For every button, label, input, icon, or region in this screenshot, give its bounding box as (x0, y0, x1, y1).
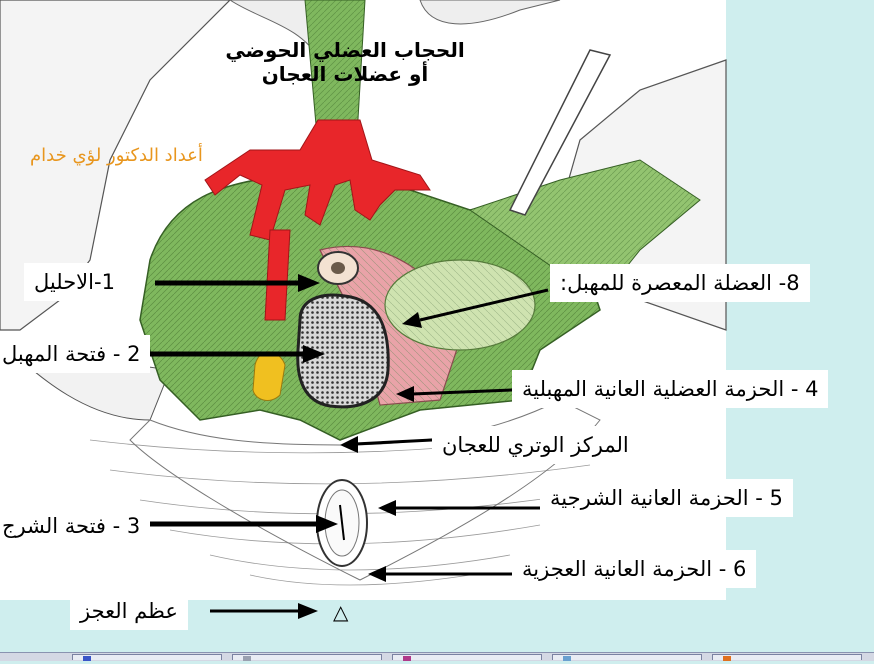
taskbar-button-3[interactable] (392, 654, 542, 661)
label-vaginal-sphincter: 8- العضلة المعصرة للمهبل: (550, 264, 810, 302)
diagram-title: الحجاب العضلي الحوضي أو عضلات العجان (200, 38, 490, 86)
label-puborectal-band: 5 - الحزمة العانية الشرجية (540, 479, 793, 517)
label-perineal-center: المركز الوتري للعجان (432, 426, 639, 464)
app-icon (563, 656, 571, 661)
label-coccyx: عظم العجز (70, 592, 188, 630)
artery-branches (204, 119, 431, 321)
taskbar-button-1[interactable] (72, 654, 222, 661)
left-thigh-shape (0, 0, 231, 331)
app-icon (243, 656, 251, 661)
forceps-instrument (508, 49, 612, 216)
title-line-2: أو عضلات العجان (261, 62, 429, 86)
taskbar-button-4[interactable] (552, 654, 702, 661)
vaginal-opening (296, 293, 390, 409)
app-icon (403, 656, 411, 661)
label-pubovaginal-band: 4 - الحزمة العضلية العانية المهبلية (512, 370, 829, 408)
app-icon (83, 656, 91, 661)
author-credit: أعداد الدكتور لؤي خدام (30, 145, 203, 166)
triangle-icon: △ (333, 600, 349, 624)
taskbar-button-5[interactable] (712, 654, 862, 661)
title-line-1: الحجاب العضلي الحوضي (225, 38, 465, 62)
label-pubococcygeal-band: 6 - الحزمة العانية العجزية (512, 550, 757, 588)
label-urethra: 1-الاحليل (24, 263, 125, 301)
taskbar-button-2[interactable] (232, 654, 382, 661)
label-vaginal-opening: 2 - فتحة المهبل (0, 335, 151, 373)
app-icon (723, 656, 731, 661)
label-anal-opening: 3 - فتحة الشرج (0, 507, 151, 545)
pointer-arrows (150, 274, 338, 533)
